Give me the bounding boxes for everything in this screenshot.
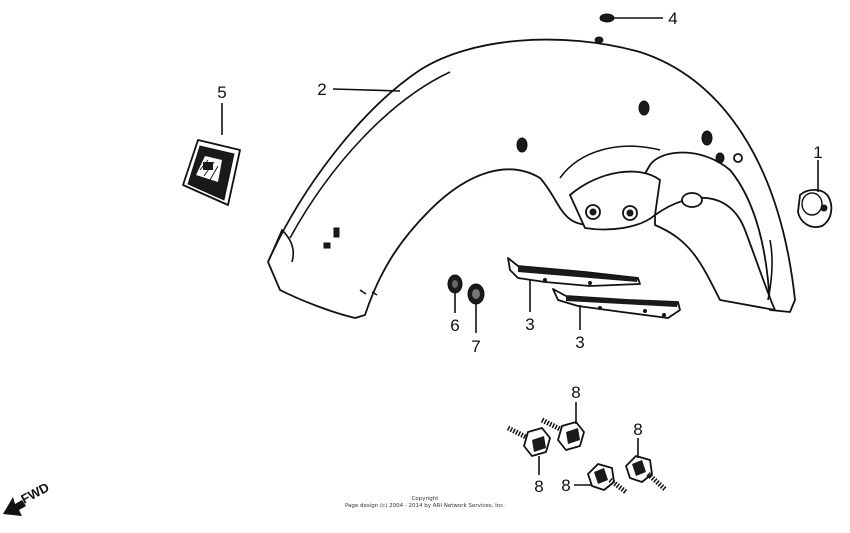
nut[interactable] [447,274,463,294]
reflector[interactable] [182,139,241,206]
copyright-notice: Copyright Page design (c) 2004 - 2014 by… [300,496,550,510]
washer-nut[interactable] [467,283,485,305]
forward-indicator: FWD [3,480,52,516]
rivet[interactable] [599,13,615,23]
callout-8-mid: 8 [561,476,570,495]
callout-4: 4 [668,9,677,28]
fender-brace-upper[interactable] [507,257,641,287]
forward-arrow-icon [3,497,26,516]
front-fender[interactable] [267,36,796,319]
callout-2: 2 [317,80,326,99]
fender-brace-lower[interactable] [552,288,681,319]
fender-cap[interactable] [797,188,833,228]
callout-3-lower: 3 [575,333,584,352]
bolt-3[interactable] [587,463,628,494]
callout-3-upper: 3 [525,315,534,334]
bolt-4[interactable] [625,455,668,492]
callout-8-top: 8 [571,383,580,402]
copyright-line-2: Page design (c) 2004 - 2014 by ARI Netwo… [344,503,506,509]
callout-5: 5 [217,83,226,102]
forward-label: FWD [18,480,51,507]
callout-8-right: 8 [633,420,642,439]
callout-6: 6 [450,316,459,335]
callout-8-left: 8 [534,477,543,496]
bolt-1[interactable] [506,425,551,457]
callout-1: 1 [813,143,822,162]
bolt-2[interactable] [540,417,585,451]
copyright-line-1: Copyright [411,496,439,502]
callout-7: 7 [471,337,480,356]
